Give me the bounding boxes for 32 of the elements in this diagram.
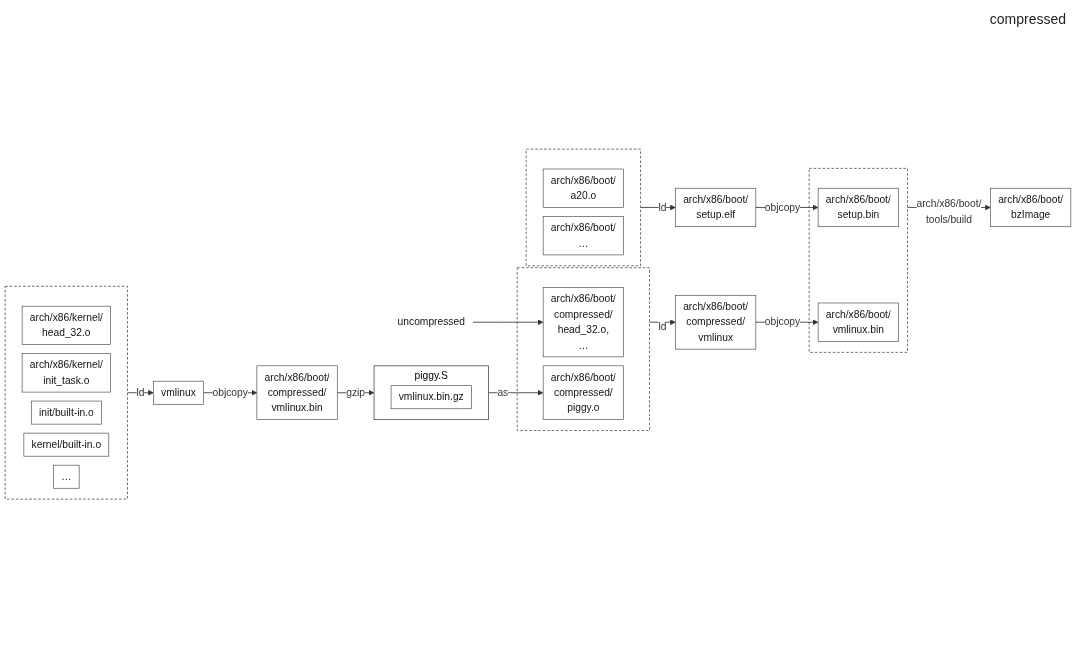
node-box: arch/x86/boot/ a20.o [542,169,624,209]
node-box: … [53,465,80,489]
node-text: uncompressed [397,316,465,328]
edge-label: ld [658,202,667,213]
node-box: arch/x86/boot/ vmlinux.bin [817,303,899,343]
node-box: arch/x86/boot/ … [542,216,624,256]
edge-label: ld [658,321,667,333]
edge-label: as [497,387,509,399]
cluster [516,267,650,432]
node-box: arch/x86/boot/ bzImage [990,188,1072,228]
node-box: arch/x86/boot/ compressed/ piggy.o [542,365,624,421]
node-box: arch/x86/boot/ compressed/ vmlinux [675,295,757,350]
node-box: arch/x86/boot/ compressed/ vmlinux.bin [256,365,338,421]
cluster [4,286,128,500]
node-box: kernel/built-in.o [23,433,110,457]
node-box: arch/x86/kernel/ head_32.o [21,306,111,346]
node-box: arch/x86/boot/ setup.elf [675,188,757,228]
edge-label: gzip [346,387,366,399]
cluster [808,168,908,354]
bracket-label: compressed [989,11,1066,27]
edge-label: ld [136,387,145,399]
edge-label: arch/x86/boot/ tools/build [916,198,982,226]
cluster [525,149,641,267]
edge-label: objcopy [212,387,248,399]
node-box: arch/x86/boot/ setup.bin [817,188,899,228]
node-box: arch/x86/kernel/ init_task.o [21,353,111,393]
node-box: vmlinux.bin.gz [390,385,472,410]
edge-label: objcopy [764,202,801,213]
node-box: vmlinux [153,381,204,405]
node-box: init/built-in.o [30,401,102,425]
node-box: arch/x86/boot/ compressed/ head_32.o, … [542,287,624,358]
edge-label: objcopy [764,316,801,328]
